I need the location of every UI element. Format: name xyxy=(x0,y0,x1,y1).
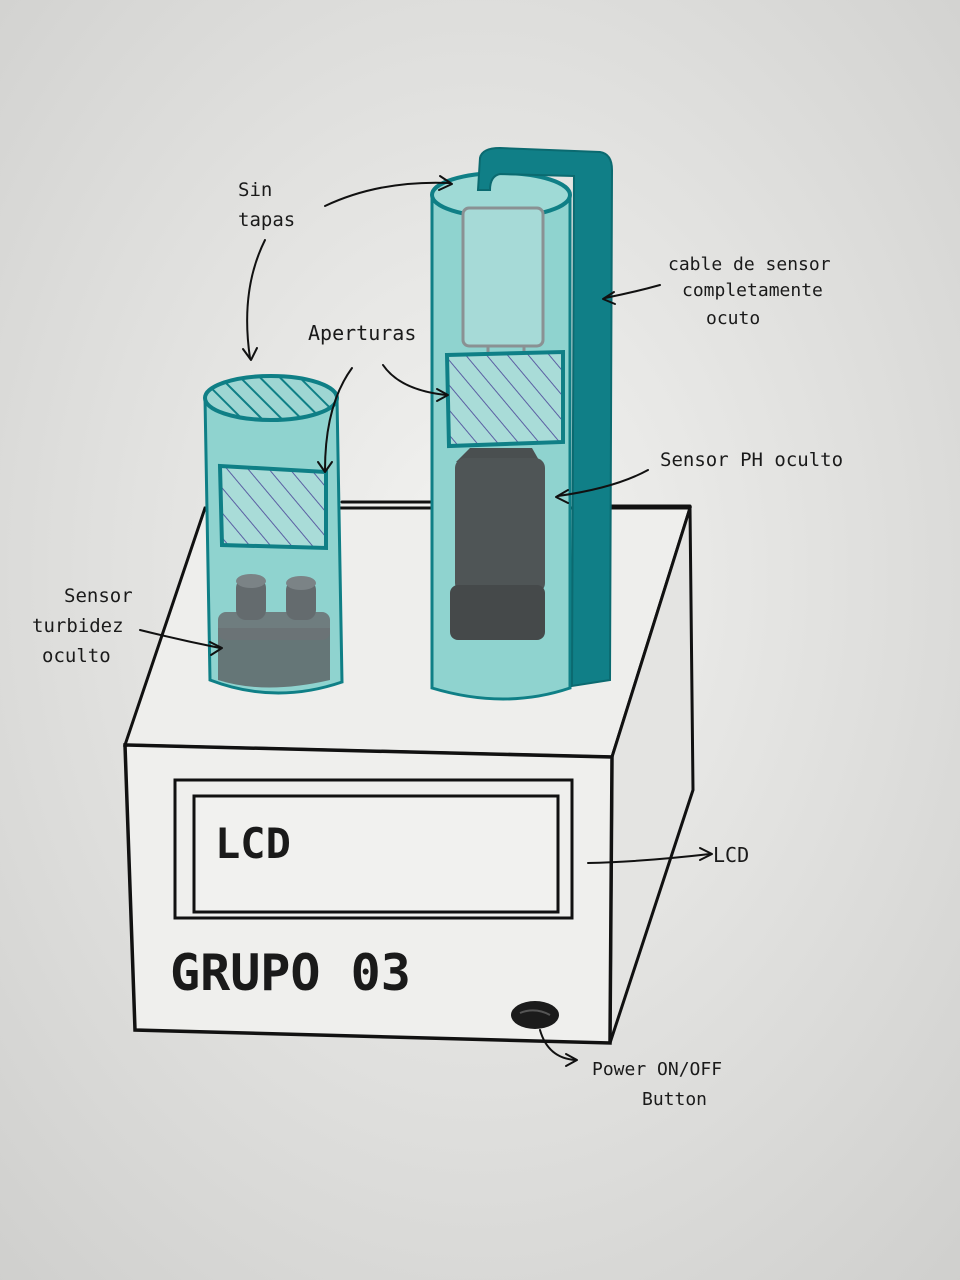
label-cable-line2: completamente xyxy=(682,280,823,301)
group-name: GRUPO 03 xyxy=(170,944,411,1002)
ph-cylinder xyxy=(432,148,612,699)
label-ph-sensor: Sensor PH oculto xyxy=(660,449,843,471)
power-button[interactable] xyxy=(511,1001,559,1029)
ph-sensor xyxy=(450,448,545,640)
turbidity-aperture-window xyxy=(220,466,326,548)
ph-aperture-window xyxy=(447,352,563,446)
label-turbidez-line3: oculto xyxy=(42,645,111,667)
label-lcd-pointer: LCD xyxy=(713,843,749,867)
turbidity-cylinder-open-top xyxy=(205,376,337,420)
label-sin-tapas-line2: tapas xyxy=(238,209,295,231)
turbidity-cylinder xyxy=(205,376,342,693)
label-power-line2: Button xyxy=(642,1089,707,1110)
ph-probe-upper xyxy=(463,208,543,346)
label-cable-line3: ocuto xyxy=(706,308,760,329)
label-power-line1: Power ON/OFF xyxy=(592,1059,722,1080)
label-cable-line1: cable de sensor xyxy=(668,254,831,275)
label-turbidez-line1: Sensor xyxy=(64,585,133,607)
label-sin-tapas-line1: Sin xyxy=(238,179,272,201)
lcd-screen-text: LCD xyxy=(215,819,291,868)
label-aperturas: Aperturas xyxy=(308,321,416,345)
label-turbidez-line2: turbidez xyxy=(32,615,124,637)
